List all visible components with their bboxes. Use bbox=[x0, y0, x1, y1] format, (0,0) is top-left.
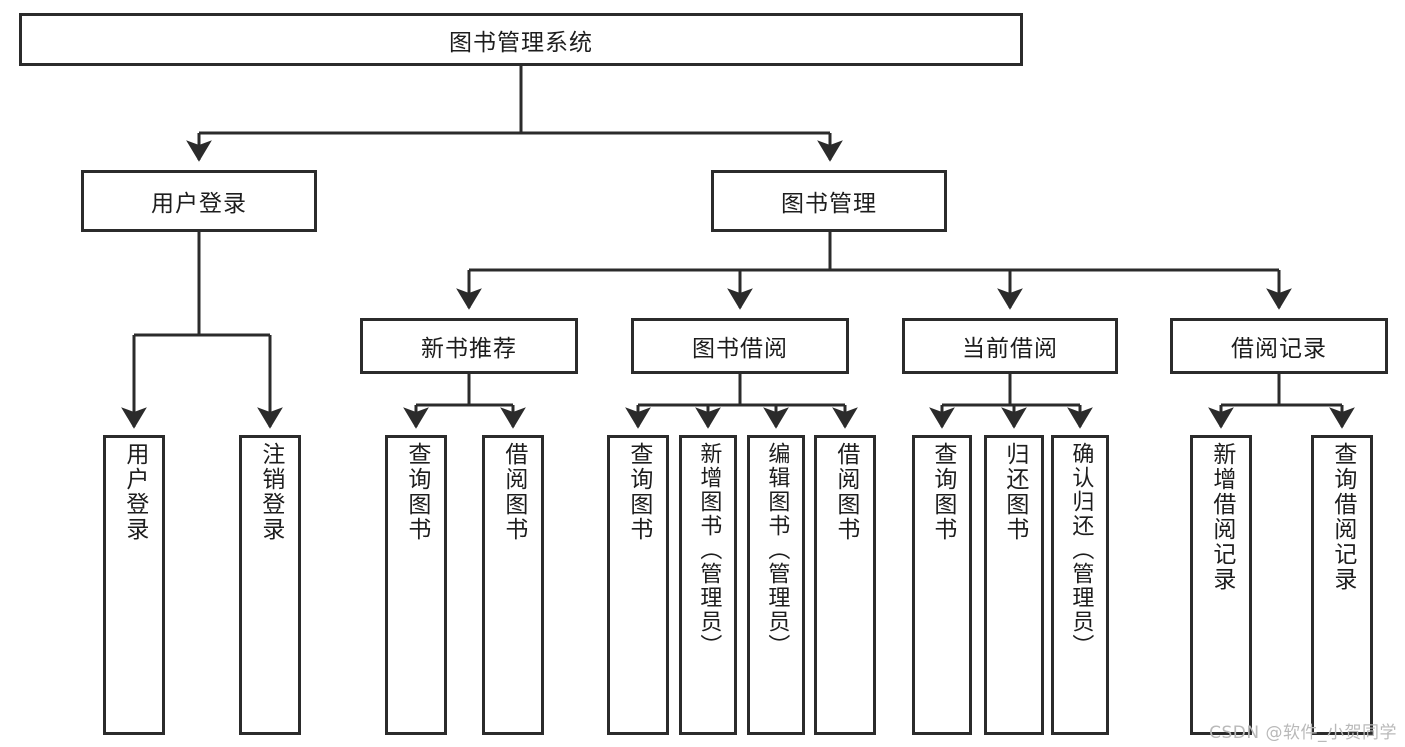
node-new-book-recommend-label: 新书推荐 bbox=[421, 336, 517, 362]
node-borrow-record-label: 借阅记录 bbox=[1231, 336, 1327, 362]
leaf-user-login[interactable]: 用户登录 bbox=[103, 435, 165, 735]
node-book-management-label: 图书管理 bbox=[781, 191, 877, 217]
leaf-borrow-book-newbook-label: 借阅图书 bbox=[500, 442, 527, 542]
node-current-borrow-label: 当前借阅 bbox=[962, 336, 1058, 362]
leaf-query-borrow-record[interactable]: 查询借阅记录 bbox=[1311, 435, 1373, 735]
leaf-edit-book-admin-label: 编辑图书（管理员） bbox=[764, 442, 790, 658]
leaf-return-book[interactable]: 归还图书 bbox=[984, 435, 1044, 735]
leaf-query-book-current-label: 查询图书 bbox=[929, 442, 956, 542]
leaf-confirm-return-admin-label: 确认归还（管理员） bbox=[1068, 442, 1094, 658]
leaf-query-book-borrow[interactable]: 查询图书 bbox=[607, 435, 669, 735]
node-book-borrow[interactable]: 图书借阅 bbox=[631, 318, 849, 374]
leaf-borrow-book-newbook[interactable]: 借阅图书 bbox=[482, 435, 544, 735]
node-current-borrow[interactable]: 当前借阅 bbox=[902, 318, 1118, 374]
leaf-logout-label: 注销登录 bbox=[257, 442, 284, 542]
node-book-management[interactable]: 图书管理 bbox=[711, 170, 947, 232]
leaf-add-borrow-record[interactable]: 新增借阅记录 bbox=[1190, 435, 1252, 735]
leaf-add-book-admin-label: 新增图书（管理员） bbox=[696, 442, 722, 658]
leaf-query-borrow-record-label: 查询借阅记录 bbox=[1329, 442, 1356, 592]
leaf-query-book-newbook[interactable]: 查询图书 bbox=[385, 435, 447, 735]
node-user-login-label: 用户登录 bbox=[151, 191, 247, 217]
node-borrow-record[interactable]: 借阅记录 bbox=[1170, 318, 1388, 374]
node-root-label: 图书管理系统 bbox=[449, 29, 593, 56]
leaf-query-book-current[interactable]: 查询图书 bbox=[912, 435, 972, 735]
leaf-return-book-label: 归还图书 bbox=[1001, 442, 1028, 542]
leaf-logout[interactable]: 注销登录 bbox=[239, 435, 301, 735]
leaf-user-login-label: 用户登录 bbox=[121, 442, 148, 542]
leaf-borrow-book-label: 借阅图书 bbox=[832, 442, 859, 542]
leaf-query-book-newbook-label: 查询图书 bbox=[403, 442, 430, 542]
node-user-login[interactable]: 用户登录 bbox=[81, 170, 317, 232]
node-new-book-recommend[interactable]: 新书推荐 bbox=[360, 318, 578, 374]
leaf-add-book-admin[interactable]: 新增图书（管理员） bbox=[679, 435, 737, 735]
leaf-confirm-return-admin[interactable]: 确认归还（管理员） bbox=[1051, 435, 1109, 735]
leaf-borrow-book[interactable]: 借阅图书 bbox=[814, 435, 876, 735]
leaf-edit-book-admin[interactable]: 编辑图书（管理员） bbox=[747, 435, 805, 735]
leaf-add-borrow-record-label: 新增借阅记录 bbox=[1208, 442, 1235, 592]
leaf-query-book-borrow-label: 查询图书 bbox=[625, 442, 652, 542]
node-book-borrow-label: 图书借阅 bbox=[692, 336, 788, 362]
node-root[interactable]: 图书管理系统 bbox=[19, 13, 1023, 66]
